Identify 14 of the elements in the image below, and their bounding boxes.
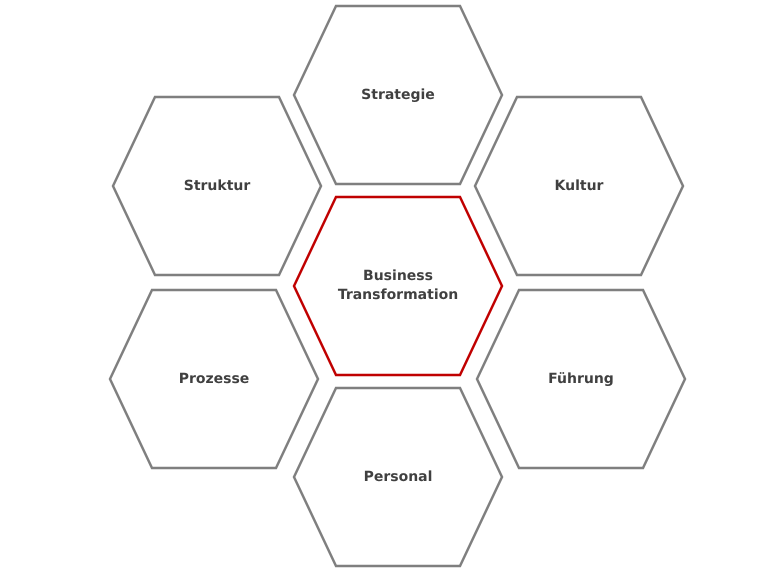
hexagon-label: Personal <box>364 468 432 486</box>
hexagon-node <box>476 289 686 469</box>
hexagon-label: Strategie <box>361 86 435 104</box>
hexagon-label: Führung <box>548 370 614 388</box>
hexagon-node <box>109 289 319 469</box>
hexagon-label: Kultur <box>554 176 604 196</box>
hexagon-label: Struktur <box>184 176 250 196</box>
hexagon-node <box>112 96 322 276</box>
hexagon-label: Business Transformation <box>338 267 458 305</box>
hexagon-node <box>293 5 503 185</box>
hexagon-node <box>293 196 503 376</box>
hexagon-label: Prozesse <box>178 370 250 388</box>
hexagon-node <box>474 96 684 276</box>
hexagon-node <box>293 387 503 567</box>
